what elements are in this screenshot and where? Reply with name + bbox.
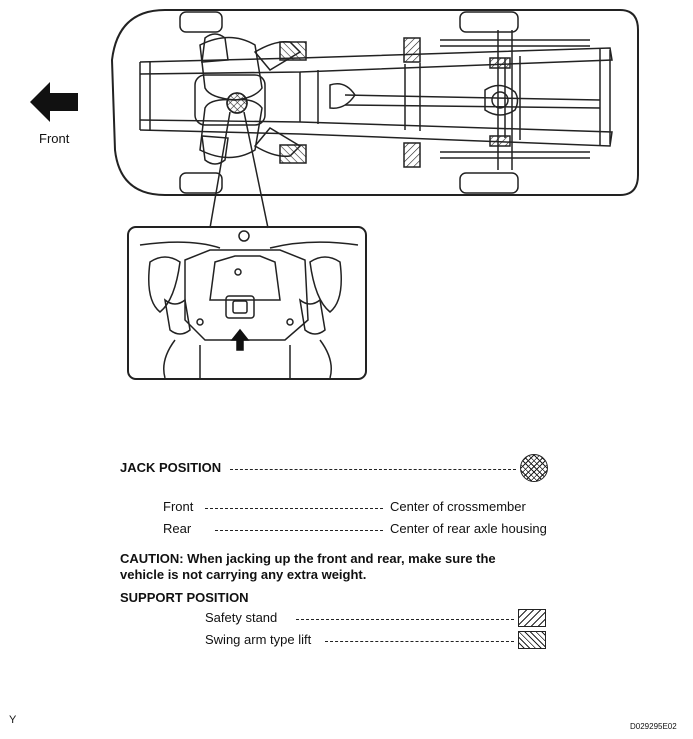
- front-left-support-point: [279, 41, 307, 61]
- rear-left-wheel: [459, 11, 519, 33]
- vehicle-chassis-diagram: [110, 9, 639, 380]
- rear-left-support-point: [489, 57, 511, 69]
- caution-line-2: vehicle is not carrying any extra weight…: [120, 567, 367, 582]
- jack-rear-leader: [215, 530, 383, 531]
- support-position-title: SUPPORT POSITION: [120, 590, 249, 605]
- footer-right-code: D029295E02: [630, 722, 677, 731]
- jack-rear-value: Center of rear axle housing: [390, 521, 547, 536]
- crossmember-detail-inset: [127, 226, 367, 380]
- crosshatch-circle-icon: [520, 454, 548, 482]
- hatched-rect-icon: [518, 609, 546, 627]
- front-right-wheel: [179, 172, 223, 194]
- fine-hatched-rect-icon: [518, 631, 546, 649]
- caution-line-1: CAUTION: When jacking up the front and r…: [120, 551, 496, 566]
- jack-front-label: Front: [163, 499, 194, 514]
- jack-position-title: JACK POSITION: [120, 460, 222, 475]
- swing-arm-label: Swing arm type lift: [205, 632, 312, 647]
- jack-front-value: Center of crossmember: [390, 499, 526, 514]
- mid-right-support-point: [403, 142, 421, 168]
- jack-rear-label: Rear: [163, 521, 192, 536]
- footer-left-code: Y: [9, 714, 17, 726]
- jack-arrow-icon: [230, 328, 250, 351]
- rear-right-wheel: [459, 172, 519, 194]
- left-arrow-icon: [30, 82, 78, 122]
- front-direction-label: Front: [39, 131, 70, 146]
- safety-stand-label: Safety stand: [205, 610, 278, 625]
- safety-stand-leader: [296, 619, 514, 620]
- front-left-wheel: [179, 11, 223, 33]
- mid-left-support-point: [403, 37, 421, 63]
- swing-arm-leader: [325, 641, 514, 642]
- front-right-support-point: [279, 144, 307, 164]
- jack-front-leader: [205, 508, 383, 509]
- rear-right-support-point: [489, 135, 511, 147]
- jack-position-leader: [230, 469, 516, 470]
